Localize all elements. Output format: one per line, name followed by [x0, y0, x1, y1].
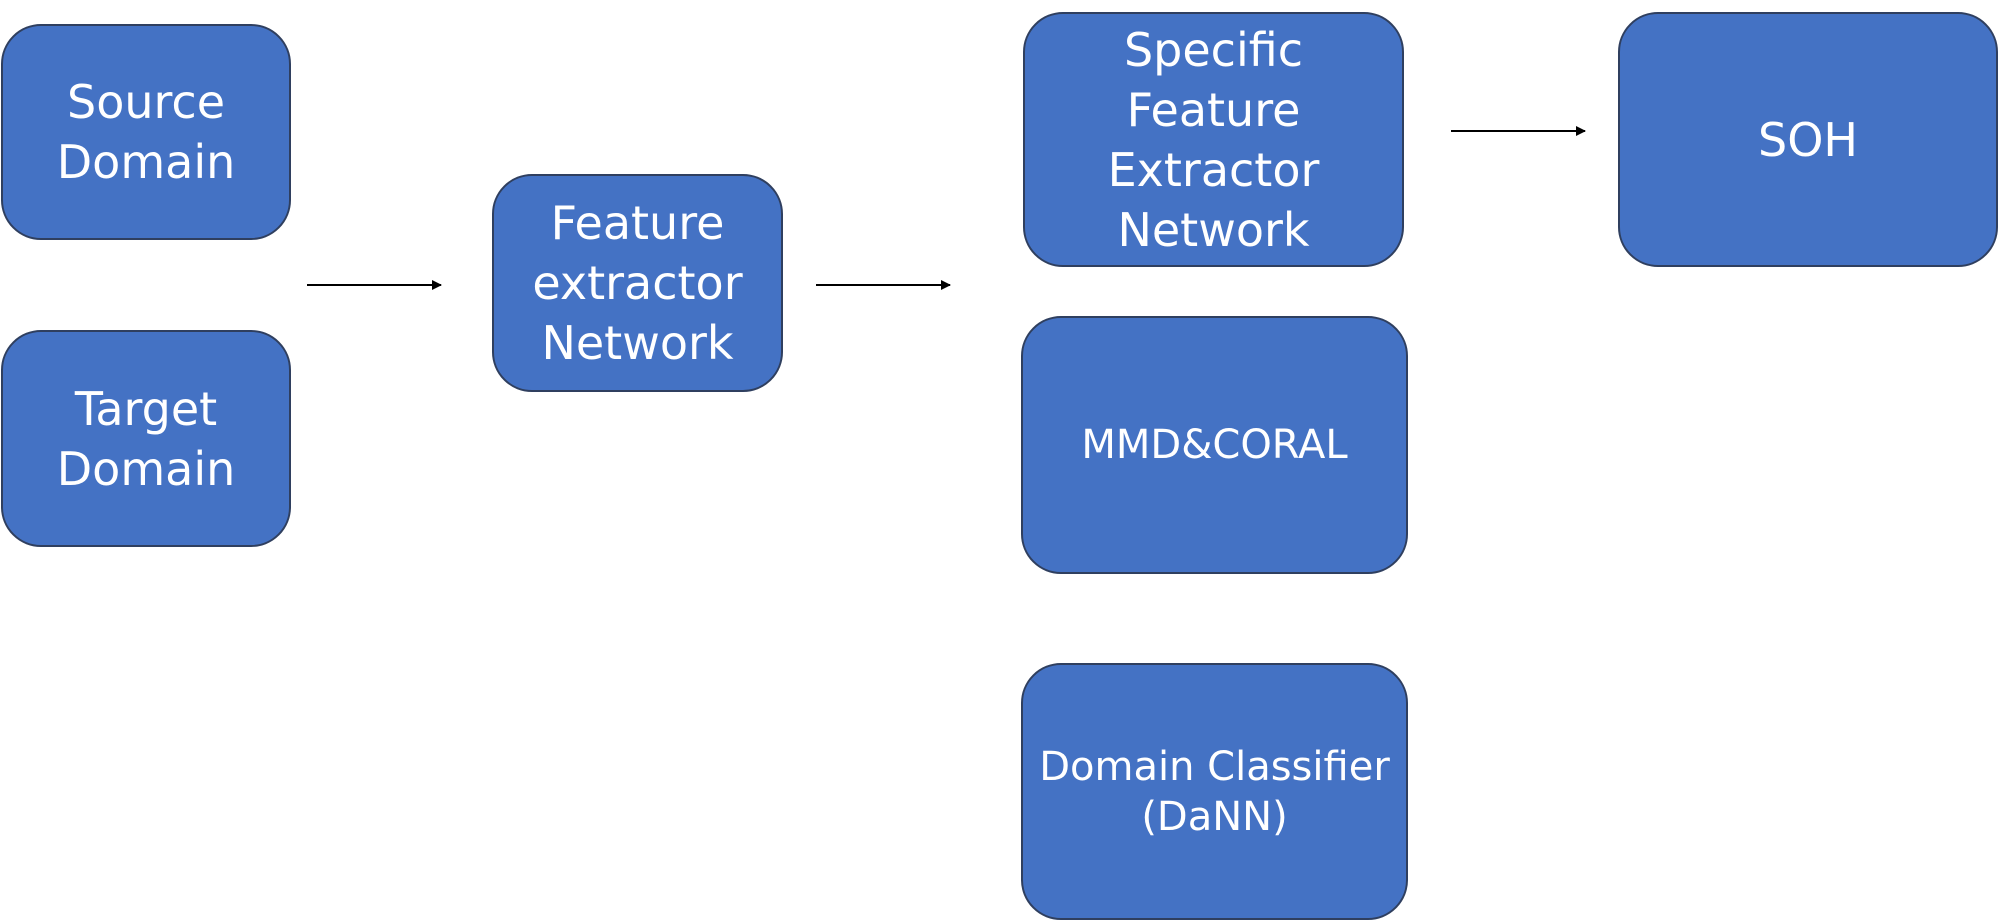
specific-feature-extractor-label: Specific Feature Extractor Network	[1107, 22, 1320, 257]
feature-extractor-box: Feature extractor Network	[492, 174, 783, 392]
domain-classifier-label: Domain Classifier (DaNN)	[1039, 743, 1390, 840]
mmd-coral-box: MMD&CORAL	[1021, 316, 1408, 574]
mmd-coral-label: MMD&CORAL	[1081, 422, 1348, 468]
source-domain-box: Source Domain	[1, 24, 291, 240]
target-domain-label: Target Domain	[56, 381, 236, 496]
soh-label: SOH	[1758, 112, 1858, 167]
source-domain-label: Source Domain	[56, 75, 236, 189]
soh-box: SOH	[1618, 12, 1998, 267]
domain-classifier-box: Domain Classifier (DaNN)	[1021, 663, 1408, 920]
feature-extractor-label: Feature extractor Network	[532, 196, 743, 370]
target-domain-box: Target Domain	[1, 330, 291, 547]
specific-feature-extractor-box: Specific Feature Extractor Network	[1023, 12, 1404, 267]
